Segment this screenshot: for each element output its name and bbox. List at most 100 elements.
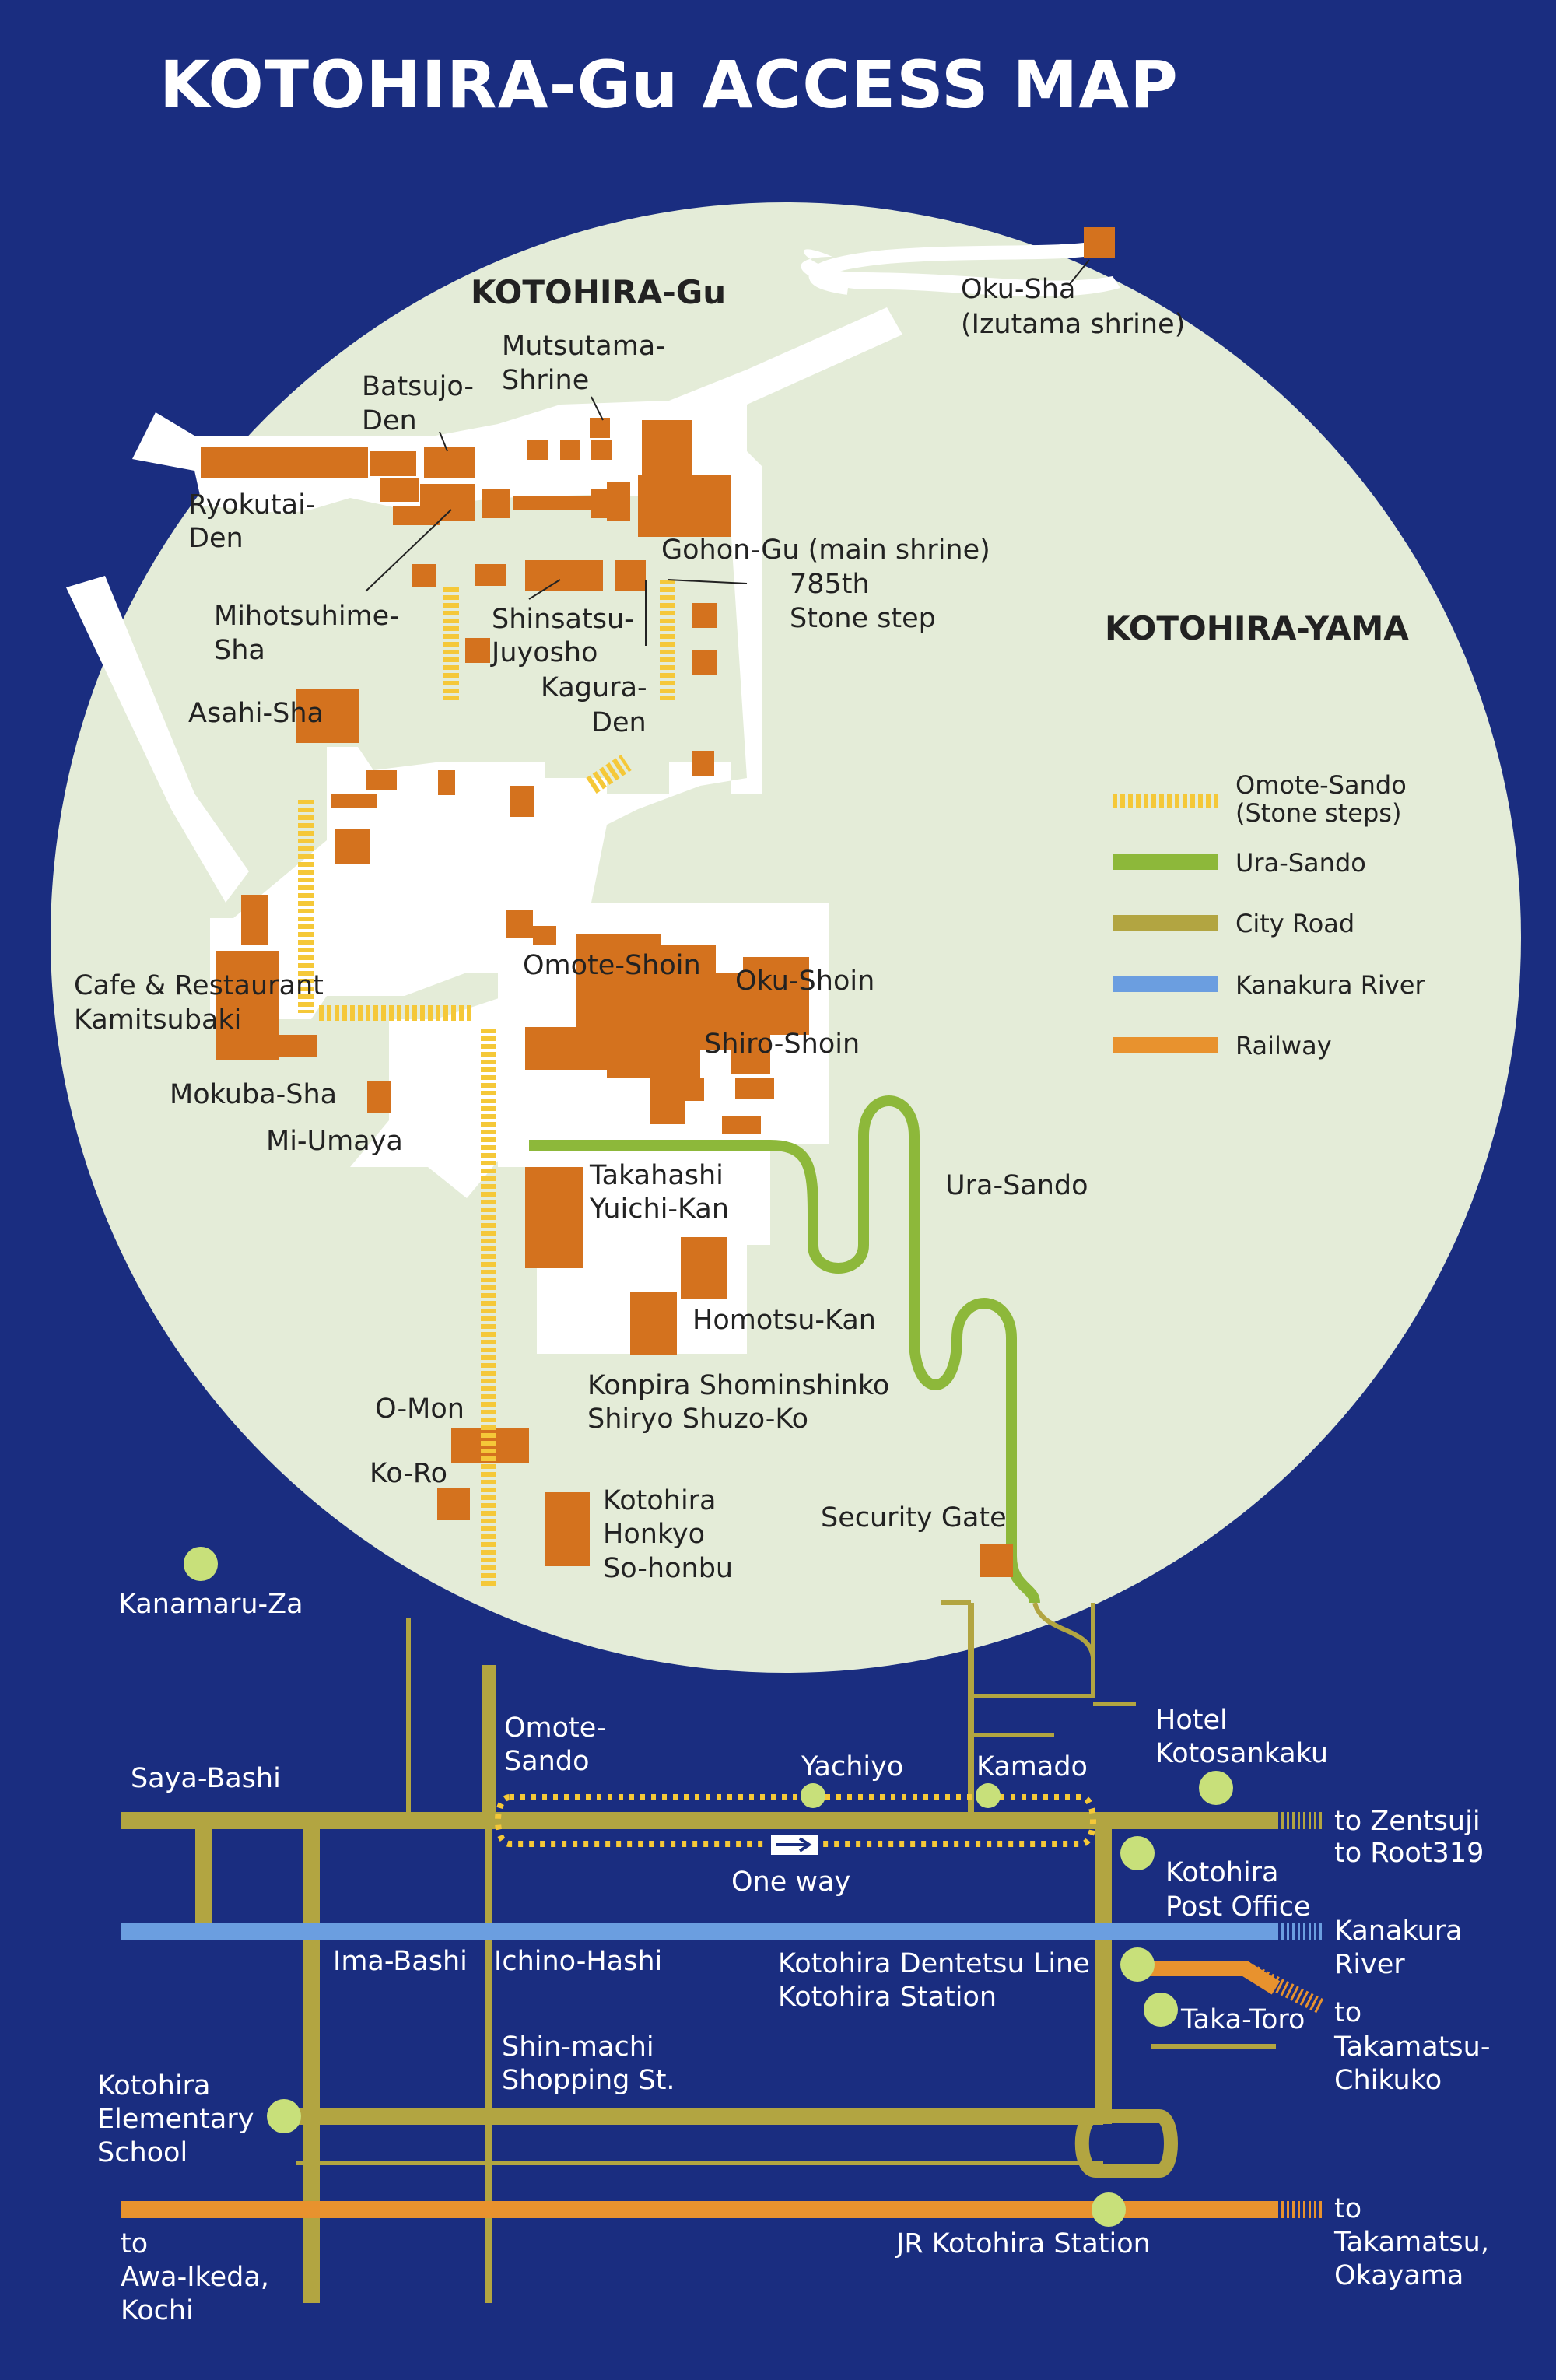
oku-sha-label: Oku-Sha: [961, 274, 1075, 305]
mutsutama-sublabel: Shrine: [502, 365, 589, 396]
kanamaru-za-dot: [184, 1547, 218, 1581]
school-label-1: Kotohira: [97, 2070, 211, 2101]
asahi-sha-label: Asahi-Sha: [188, 698, 324, 729]
batsujo-label: Batsujo-: [362, 371, 474, 402]
takahashi-label: Takahashi: [589, 1160, 724, 1191]
school-label-3: School: [97, 2137, 187, 2168]
legend-city-road-label: City Road: [1235, 909, 1354, 938]
mutsutama-label: Mutsutama-: [502, 331, 665, 362]
takamatsu-chikuko-label-3: Chikuko: [1334, 2065, 1442, 2096]
kamado-label: Kamado: [976, 1751, 1088, 1782]
honkyo-building: [545, 1492, 590, 1566]
kanamaru-za-label: Kanamaru-Za: [118, 1589, 303, 1620]
takamatsu-okayama-label-2: Takamatsu,: [1333, 2227, 1489, 2258]
kotohira-yama-label: KOTOHIRA-YAMA: [1105, 609, 1409, 647]
shinmachi-label: Shin-machi: [502, 2031, 654, 2063]
cafe-sublabel: Kamitsubaki: [74, 1004, 241, 1036]
omote-sando-label: Omote-: [504, 1712, 606, 1744]
dentetsu-station-dot: [1120, 1947, 1155, 1982]
konpira-sublabel: Shiryo Shuzo-Ko: [587, 1404, 808, 1435]
cafe-label: Cafe & Restaurant: [74, 970, 324, 1001]
ryokutai-den-building: [201, 447, 368, 478]
hotel-label: Hotel: [1155, 1705, 1228, 1736]
landmark-dots: [184, 1547, 1233, 2227]
yachiyo-dot: [801, 1783, 825, 1808]
taka-toro-label: Taka-Toro: [1180, 2004, 1305, 2035]
honkyo-sublabel-2: So-honbu: [603, 1553, 733, 1584]
oku-sha-sublabel: (Izutama shrine): [961, 309, 1185, 340]
legend-ura-sando-label: Ura-Sando: [1235, 848, 1366, 878]
mutsutama-shrine-building: [590, 418, 610, 438]
jr-station-dot: [1092, 2192, 1126, 2227]
legend-river-label: Kanakura River: [1235, 970, 1425, 1000]
mihotsuhime-sublabel: Sha: [214, 635, 265, 666]
omote-shoin-label: Omote-Shoin: [523, 950, 701, 981]
honkyo-sublabel-1: Honkyo: [603, 1519, 705, 1550]
shinsatsu-label: Shinsatsu-: [492, 604, 634, 635]
to-zentsuji-label: to Zentsuji: [1334, 1806, 1481, 1837]
honkyo-label: Kotohira: [603, 1485, 717, 1516]
town-labels: Kanamaru-Za Omote- Sando Saya-Bashi Yach…: [97, 1589, 1490, 2326]
mi-umaya-building: [367, 1081, 391, 1113]
ura-sando-path: [529, 1095, 1040, 1604]
awa-label-2: Awa-Ikeda,: [121, 2262, 269, 2293]
to-root-label: to Root319: [1334, 1838, 1484, 1869]
omote-sando-sublabel: Sando: [504, 1746, 589, 1777]
takamatsu-chikuko-label-2: Takamatsu-: [1333, 2031, 1490, 2063]
gohon-gu-building: [642, 420, 692, 478]
security-gate-label: Security Gate: [821, 1502, 1007, 1534]
mokuba-sha-label: Mokuba-Sha: [170, 1079, 337, 1110]
school-label-2: Elementary: [97, 2104, 254, 2135]
elementary-school-dot: [267, 2099, 301, 2133]
security-gate-building: [980, 1544, 1013, 1577]
post-office-label: Kotohira: [1165, 1857, 1279, 1888]
takamatsu-okayama-label-1: to: [1334, 2193, 1362, 2224]
mokuba-sha-building: [278, 1035, 317, 1057]
one-way-label: One way: [731, 1866, 850, 1898]
post-office-dot: [1120, 1836, 1155, 1870]
ima-bashi-label: Ima-Bashi: [333, 1946, 468, 1977]
takamatsu-okayama-label-3: Okayama: [1334, 2260, 1463, 2291]
shinsatsu-sublabel: Juyosho: [490, 637, 598, 668]
kotohira-gu-label: KOTOHIRA-Gu: [471, 273, 726, 311]
hotel-dot: [1199, 1771, 1233, 1805]
shinmachi-sublabel: Shopping St.: [502, 2065, 675, 2096]
mihotsuhime-label: Mihotsuhime-: [214, 601, 399, 632]
saya-bashi-label: Saya-Bashi: [131, 1763, 281, 1794]
ryokutai-sublabel: Den: [188, 523, 244, 554]
gohon-gu-label: Gohon-Gu (main shrine): [661, 535, 990, 566]
legend-omote-sando-sublabel: (Stone steps): [1235, 798, 1401, 828]
kanakura-river-label: Kanakura: [1334, 1916, 1463, 1947]
map-title: KOTOHIRA-Gu ACCESS MAP: [159, 47, 1179, 123]
omote-sando-steps: [298, 580, 675, 1587]
post-office-sublabel: Post Office: [1165, 1891, 1311, 1923]
konpira-label: Konpira Shominshinko: [587, 1370, 889, 1401]
yachiyo-label: Yachiyo: [801, 1751, 903, 1782]
kagura-sublabel: Den: [591, 707, 647, 738]
ryokutai-label: Ryokutai-: [188, 489, 315, 521]
batsujo-den-building: [424, 447, 475, 478]
kanakura-river-sublabel: River: [1334, 1949, 1405, 1980]
oku-shoin-label: Oku-Shoin: [735, 966, 874, 997]
shiro-shoin-label: Shiro-Shoin: [704, 1029, 860, 1060]
jr-station-label: JR Kotohira Station: [895, 2228, 1151, 2259]
cafe-kamitsubaki-building: [216, 951, 279, 1060]
awa-label-3: Kochi: [121, 2295, 194, 2326]
konpira-shiryo-building: [630, 1292, 677, 1355]
leader-lines: [365, 259, 1090, 646]
stone-step-sublabel: Stone step: [790, 603, 936, 634]
oku-sha-path: [808, 238, 1111, 295]
taka-toro-dot: [1144, 1993, 1178, 2027]
mi-umaya-label: Mi-Umaya: [266, 1126, 403, 1157]
homotsu-kan-label: Homotsu-Kan: [692, 1305, 876, 1336]
kagura-label: Kagura-: [541, 672, 647, 703]
legend-omote-sando-label: Omote-Sando: [1235, 770, 1407, 800]
takahashi-sublabel: Yuichi-Kan: [589, 1194, 729, 1225]
o-mon-label: O-Mon: [375, 1393, 464, 1425]
mountain-labels: KOTOHIRA-Gu KOTOHIRA-YAMA Oku-Sha (Izuta…: [74, 273, 1409, 1584]
ura-sando-label: Ura-Sando: [945, 1170, 1088, 1201]
takahashi-yuichi-kan-building: [525, 1167, 584, 1268]
hotel-sublabel: Kotosankaku: [1155, 1738, 1328, 1769]
dentetsu-label: Kotohira Dentetsu Line: [778, 1948, 1090, 1979]
